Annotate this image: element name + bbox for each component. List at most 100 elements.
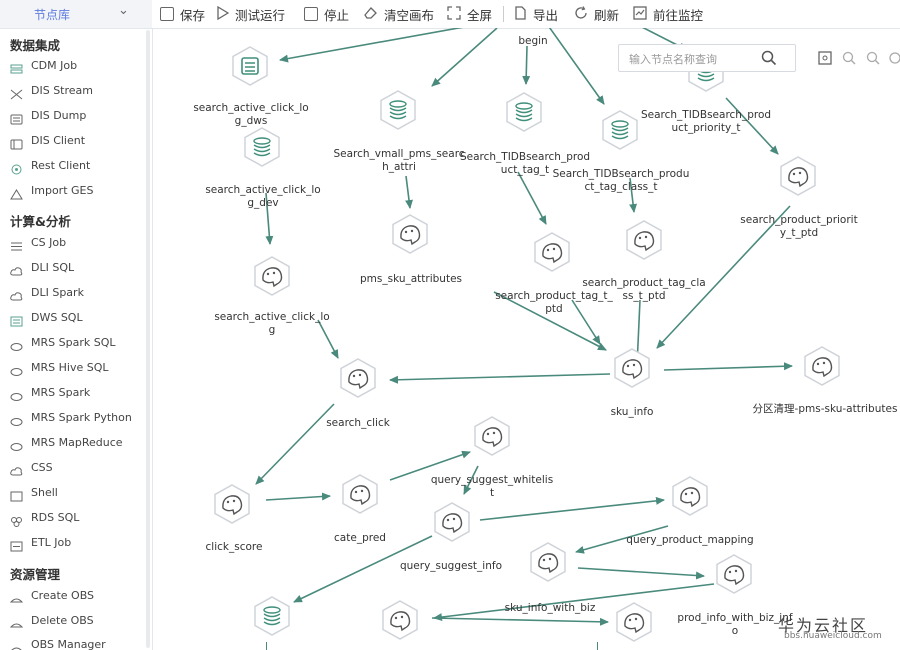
cloud-icon — [10, 462, 23, 475]
node-search-vmall-pms-search-attri[interactable] — [378, 90, 418, 130]
node-click-score[interactable] — [212, 484, 252, 524]
category-resource-management[interactable]: 资源管理 — [10, 567, 61, 582]
node-search-active-click-log-dev[interactable] — [242, 127, 282, 167]
node-label: query_suggest_info — [399, 560, 502, 572]
node-query-product-mapping[interactable] — [670, 476, 710, 516]
node-type-label: DIS Dump — [31, 108, 87, 122]
node-sku-info[interactable] — [612, 348, 652, 388]
node-label: Search_vmall_pms_search_attri — [333, 148, 465, 173]
edge — [255, 403, 335, 485]
node-type-dli-sql[interactable]: DLI SQL — [10, 258, 74, 276]
node-search-product-tag-t-ptd[interactable] — [532, 232, 572, 272]
node-type-mrs-hive-sql[interactable]: MRS Hive SQL — [10, 358, 108, 376]
stop-button[interactable]: 停止 — [304, 4, 349, 24]
node-type-label: CSS — [31, 460, 53, 474]
node-type-obs-manager[interactable]: OBS Manager — [10, 635, 106, 650]
node-type-mrs-spark[interactable]: MRS Spark — [10, 383, 90, 401]
node-dws-bottom[interactable] — [252, 596, 292, 636]
etl-job-icon — [10, 537, 23, 551]
node-search-tidbsearch-product-tag-class-t[interactable] — [600, 110, 640, 150]
stop-icon — [304, 7, 318, 21]
node-type-shell[interactable]: Shell — [10, 483, 58, 501]
edge — [629, 177, 638, 213]
node-partition-clean[interactable] — [802, 346, 842, 386]
node-type-label: ETL Job — [31, 535, 72, 549]
sidebar-scrollbar[interactable] — [146, 30, 150, 648]
edge — [405, 175, 413, 209]
node-query-suggest-whitelist[interactable] — [472, 416, 512, 456]
save-button[interactable]: 保存 — [160, 4, 205, 24]
node-type-mrs-spark-python[interactable]: MRS Spark Python — [10, 408, 132, 426]
fullscreen-button[interactable]: 全屏 — [447, 4, 492, 24]
node-label: cate_pred — [334, 532, 386, 544]
node-type-mrs-mapreduce[interactable]: MRS MapReduce — [10, 433, 123, 451]
node-prod-info-with-biz-info[interactable] — [714, 554, 754, 594]
test-run-button[interactable]: 测试运行 — [217, 4, 285, 24]
node-type-rest-client[interactable]: Rest Client — [10, 156, 90, 174]
edge — [479, 496, 665, 521]
watermark-logo-text: 华为云社区 — [778, 616, 869, 635]
node-type-delete-obs[interactable]: Delete OBS — [9, 611, 94, 629]
reset-zoom-icon[interactable] — [888, 50, 900, 64]
node-type-cdm-job[interactable]: CDM Job — [10, 56, 77, 74]
node-type-css[interactable]: CSS — [10, 458, 53, 476]
node-label: pms_sku_attributes — [359, 273, 463, 285]
node-label: search_active_click_log_dev — [205, 184, 321, 209]
fit-view-icon[interactable] — [818, 50, 832, 65]
node-query-product-mapping-child[interactable] — [528, 542, 568, 582]
obs-icon — [9, 590, 24, 602]
node-search-input[interactable] — [627, 50, 761, 68]
node-search-active-click-log[interactable] — [252, 256, 292, 296]
node-query-suggest-info[interactable] — [432, 502, 472, 542]
node-label: 分区清理-pms-sku-attributes — [752, 403, 898, 415]
node-type-dli-spark[interactable]: DLI Spark — [10, 283, 84, 301]
node-pms-sku-attributes[interactable] — [390, 214, 430, 254]
node-type-rds-sql[interactable]: RDS SQL — [10, 508, 79, 527]
node-search-box[interactable] — [618, 44, 796, 72]
job-canvas[interactable]: search_active_click_log_dws search_activ… — [152, 28, 900, 650]
dws-sql-icon — [10, 312, 23, 326]
zoom-out-icon[interactable] — [866, 50, 880, 65]
dis-dump-icon — [10, 110, 23, 124]
node-type-label: MRS Spark — [31, 385, 91, 399]
node-search-tidbsearch-product-tag-t[interactable] — [504, 92, 544, 132]
save-label: 保存 — [180, 7, 206, 23]
export-button[interactable]: 导出 — [514, 4, 558, 24]
dis-client-icon — [10, 135, 23, 149]
node-type-dis-dump[interactable]: DIS Dump — [10, 106, 86, 124]
node-library-header[interactable]: 节点库 ⌄ — [0, 0, 152, 29]
test-run-label: 测试运行 — [235, 7, 286, 23]
node-search-click[interactable] — [338, 358, 378, 398]
node-label: search_product_tag_t_ptd — [495, 290, 613, 315]
save-icon — [160, 7, 174, 21]
zoom-in-icon[interactable] — [842, 50, 856, 65]
search-icon[interactable] — [761, 50, 777, 70]
node-type-dis-stream[interactable]: DIS Stream — [10, 81, 93, 99]
node-type-etl-job[interactable]: ETL Job — [10, 533, 71, 551]
refresh-button[interactable]: 刷新 — [574, 4, 619, 24]
node-search-active-click-log-dws[interactable] — [230, 46, 270, 86]
chevron-down-icon[interactable]: ⌄ — [118, 3, 129, 18]
node-type-cs-job[interactable]: CS Job — [10, 233, 66, 251]
node-type-import-ges[interactable]: Import GES — [10, 181, 93, 199]
node-type-label: MRS Spark SQL — [31, 335, 116, 349]
category-compute-analysis[interactable]: 计算&分析 — [10, 214, 71, 229]
category-data-integration[interactable]: 数据集成 — [10, 38, 61, 53]
node-type-mrs-spark-sql[interactable]: MRS Spark SQL — [10, 333, 115, 351]
node-sku-info-with-biz-source[interactable] — [380, 600, 420, 640]
node-cate-pred[interactable] — [340, 474, 380, 514]
node-search-product-priority-t-ptd[interactable] — [778, 156, 818, 196]
node-type-dws-sql[interactable]: DWS SQL — [10, 308, 83, 326]
node-sku-info-with-biz[interactable] — [614, 602, 654, 642]
go-to-monitor-button[interactable]: 前往监控 — [633, 4, 703, 24]
obs-icon — [9, 615, 24, 627]
toolbar-divider — [503, 6, 504, 22]
node-label: search_product_priority_t_ptd — [740, 214, 858, 239]
rds-sql-icon — [10, 512, 23, 527]
node-type-create-obs[interactable]: Create OBS — [9, 586, 94, 604]
node-library-sidebar: 节点库 ⌄ 数据集成 CDM Job DIS Stream DIS Dump D… — [0, 0, 153, 650]
edge — [725, 97, 779, 155]
node-search-product-tag-class-t-ptd[interactable] — [624, 220, 664, 260]
clear-canvas-button[interactable]: 清空画布 — [363, 4, 434, 24]
node-type-dis-client[interactable]: DIS Client — [10, 131, 85, 149]
